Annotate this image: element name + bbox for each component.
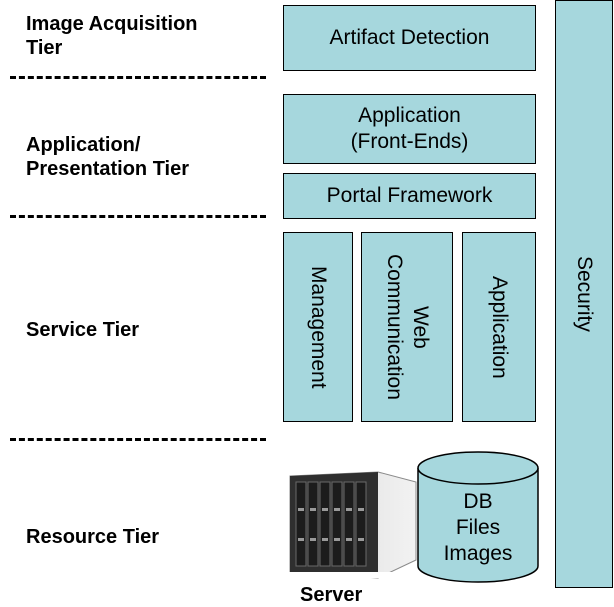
artifact-detection-box: Artifact Detection [283,5,536,71]
artifact-detection-label: Artifact Detection [329,26,490,49]
tier-label-image-acquisition: Image Acquisition Tier [26,13,198,59]
management-box: Management [283,232,353,422]
db-line-images: Images [444,542,513,565]
server-icon [278,471,418,579]
security-label: Security [573,256,596,332]
tier-divider-1 [10,76,266,79]
portal-framework-label: Portal Framework [326,184,493,207]
db-line-db: DB [463,490,492,513]
tier-label-resource: Resource Tier [26,526,160,548]
application-service-box: Application [462,232,536,422]
tier-divider-3 [10,438,266,441]
portal-framework-box: Portal Framework [283,173,536,219]
application-service-label: Application [488,275,511,379]
application-front-ends-label: Application (Front-Ends) [350,104,469,153]
tier-label-application-presentation: Application/ Presentation Tier [26,134,190,180]
application-front-ends-box: Application (Front-Ends) [283,94,536,164]
security-box: Security [555,0,613,588]
server-label: Server [300,584,363,606]
database-icon: DB Files Images [417,451,539,583]
db-line-files: Files [456,516,500,539]
web-communication-label: Web Communication [383,254,432,400]
management-label: Management [307,265,330,389]
tier-divider-2 [10,215,266,218]
web-communication-box: Web Communication [361,232,453,422]
tier-label-service: Service Tier [26,319,140,341]
